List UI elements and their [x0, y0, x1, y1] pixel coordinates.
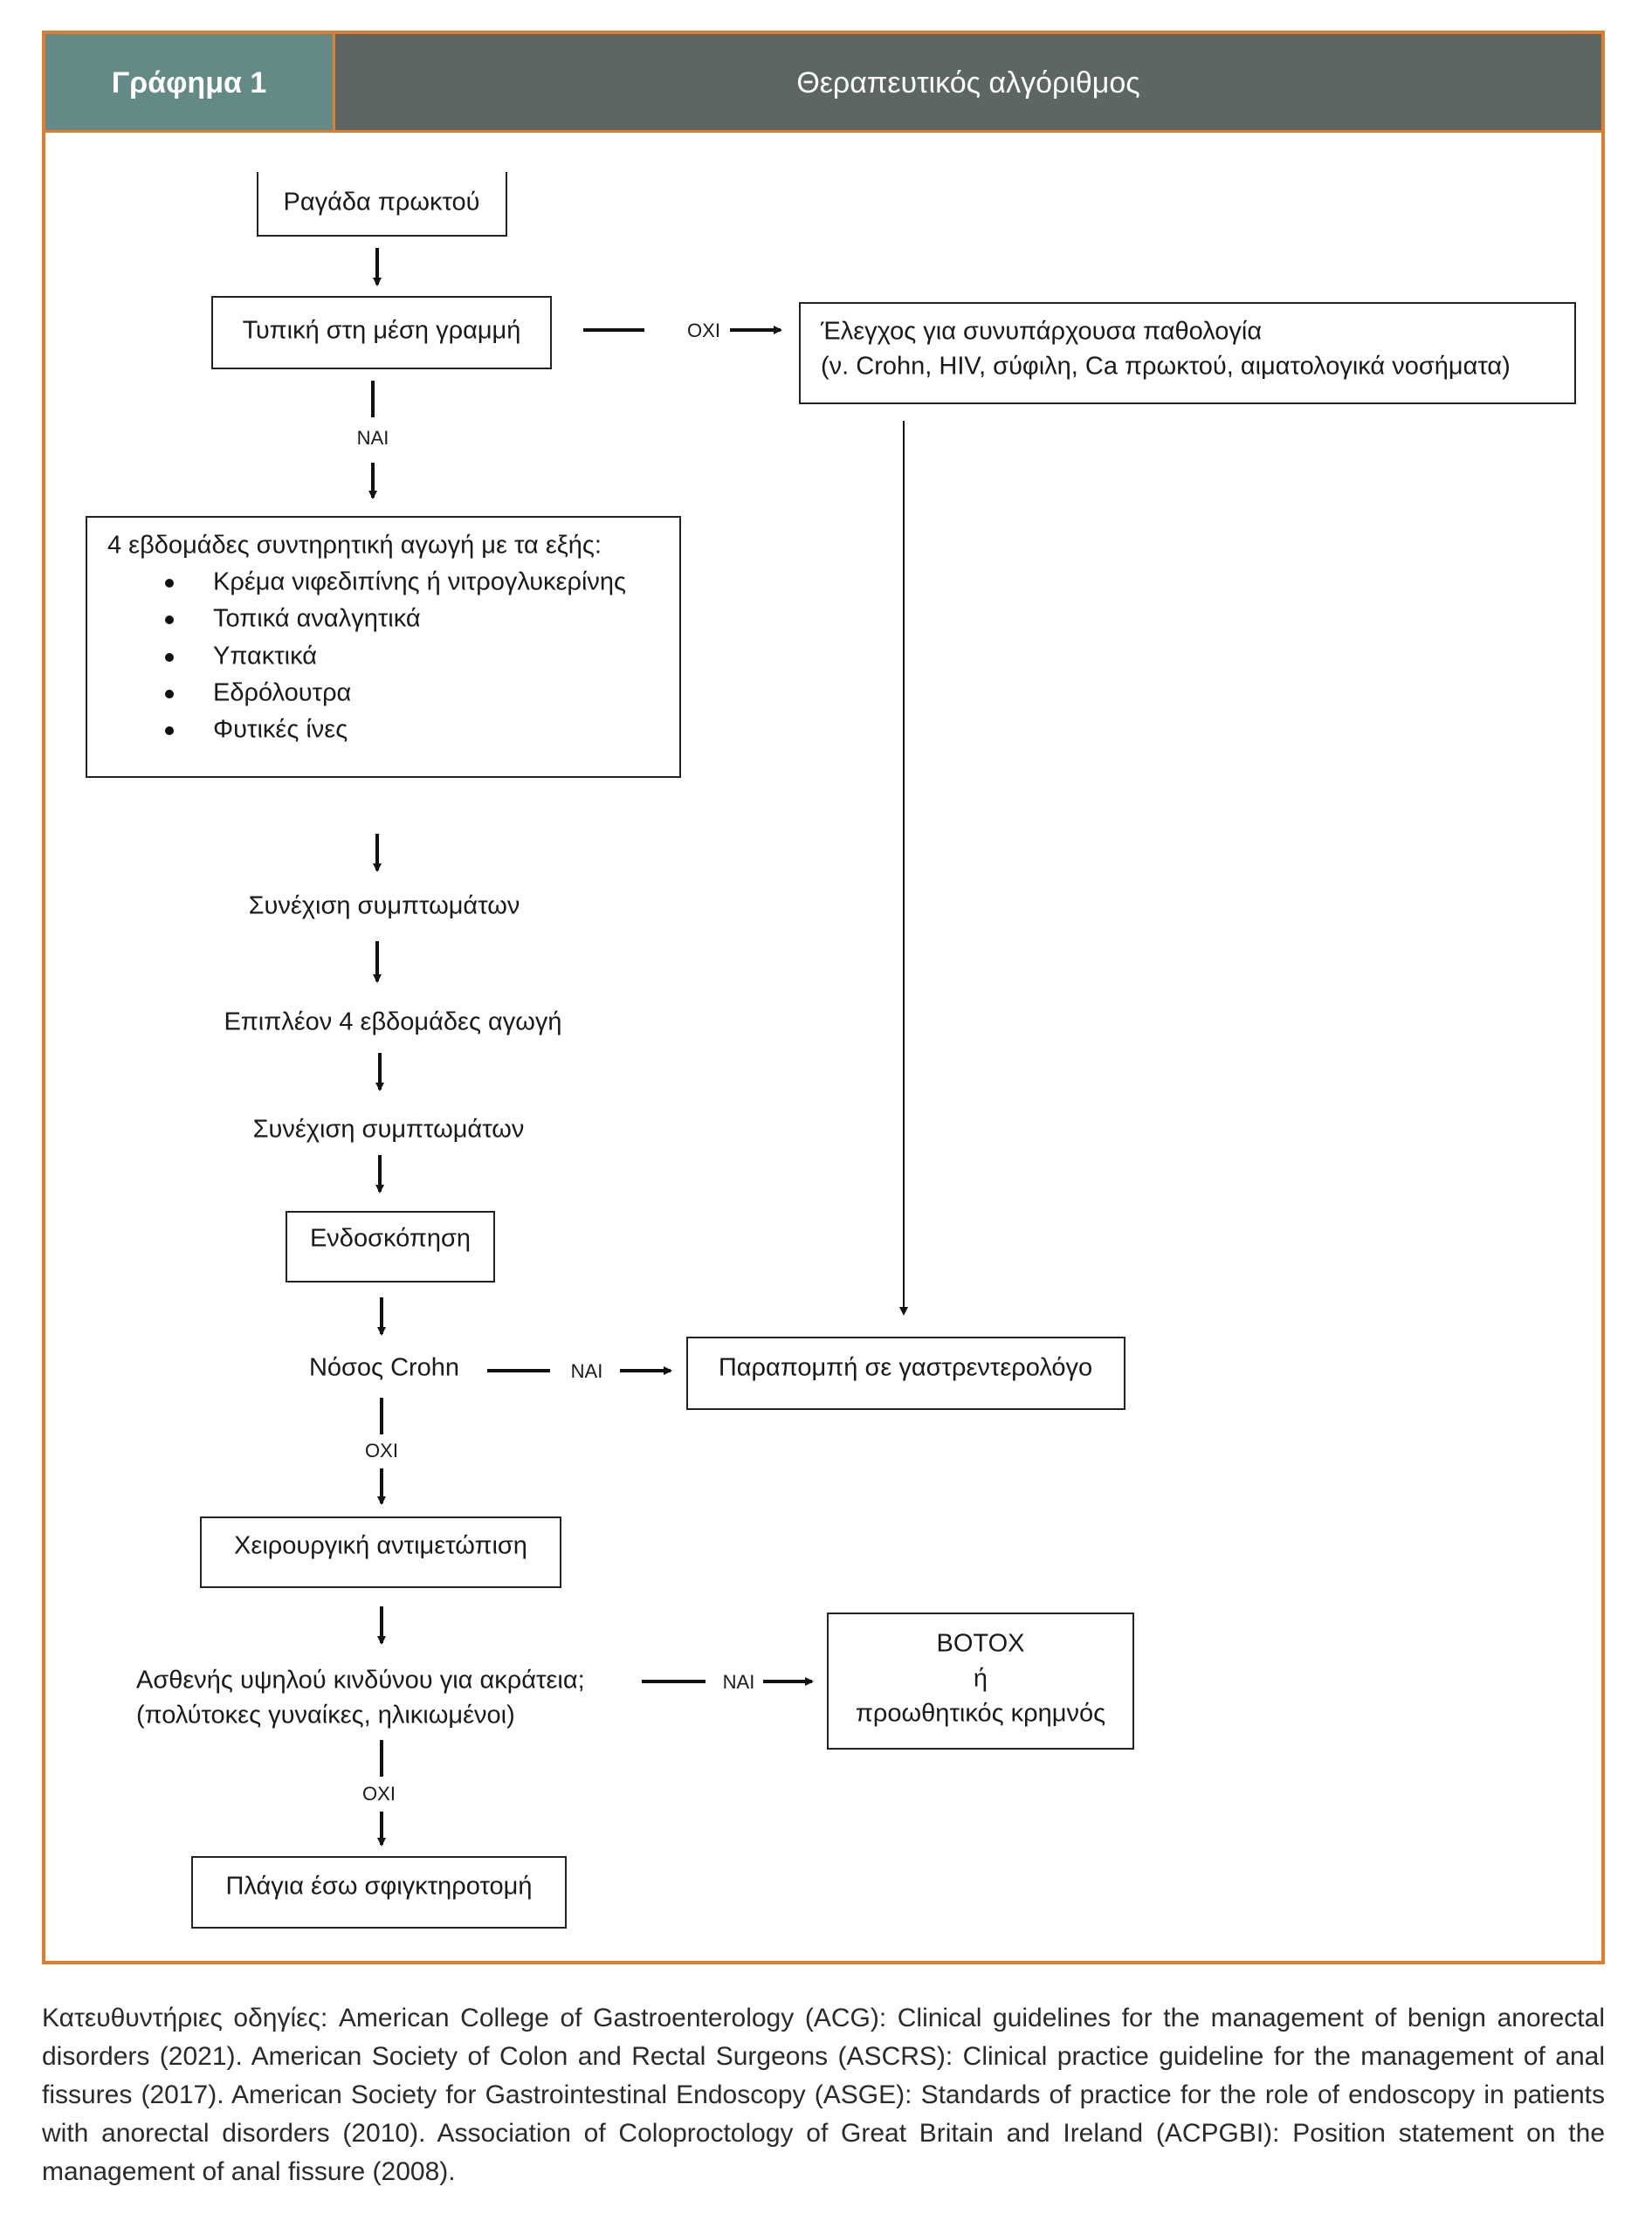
diagram-frame	[42, 31, 1605, 1964]
comorbidity-text-line1: Έλεγχος για συνυπάρχουσα παθολογία	[820, 318, 1262, 346]
crohn-disease: Νόσος Crohn	[309, 1354, 459, 1382]
surgical-treatment-box	[200, 1516, 561, 1588]
bullet	[165, 615, 174, 624]
botox-box	[827, 1613, 1134, 1750]
conservative-item: Κρέμα νιφεδιπίνης ή νιτρογλυκερίνης	[213, 568, 626, 596]
bullet	[165, 653, 174, 662]
header-divider	[45, 130, 1601, 133]
botox-text-line1: BOTOX	[937, 1630, 1025, 1658]
conservative-item: Τοπικά αναλγητικά	[213, 605, 421, 633]
additional-treatment: Επιπλέον 4 εβδομάδες αγωγή	[224, 1008, 561, 1036]
sphincterotomy-box	[191, 1856, 567, 1929]
comorbidity-text-line2: (ν. Crohn, HIV, σύφιλη, Ca πρωκτού, αιμα…	[821, 353, 1511, 381]
anal-fissure-text: Ραγάδα πρωκτού	[283, 189, 479, 217]
midline-yes-label: ΝΑΙ	[357, 427, 389, 449]
persisting-symptoms-2: Συνέχιση συμπτωμάτων	[253, 1116, 525, 1144]
anal-fissure-box	[257, 172, 507, 237]
persisting-symptoms-1: Συνέχιση συμπτωμάτων	[249, 892, 520, 920]
botox-text-line3: προωθητικός κρημνός	[856, 1700, 1105, 1728]
typical-midline-text: Τυπική στη μέση γραμμή	[243, 317, 521, 345]
gastro-referral-box	[686, 1337, 1125, 1410]
figure-label: Γράφημα 1	[45, 34, 335, 132]
conservative-treatment-title: 4 εβδομάδες συντηρητική αγωγή με τα εξής…	[107, 532, 602, 560]
comorbidity-box	[799, 302, 1576, 404]
gastro-referral-text: Παραπομπή σε γαστρεντερολόγο	[719, 1354, 1092, 1382]
endoscopy-text: Ενδοσκόπηση	[310, 1225, 471, 1253]
typical-midline-box	[211, 296, 552, 369]
bullet	[165, 579, 174, 588]
high-risk-question-line2: (πολύτοκες γυναίκες, ηλικιωμένοι)	[136, 1702, 515, 1730]
botox-text-line2: ή	[974, 1665, 988, 1693]
bullet	[165, 690, 174, 698]
crohn-yes-label: ΝΑΙ	[571, 1360, 603, 1382]
conservative-treatment-list: Κρέμα νιφεδιπίνης ή νιτρογλυκερίνης Τοπι…	[165, 568, 626, 744]
sphincterotomy-text: Πλάγια έσω σφιγκτηροτομή	[225, 1873, 532, 1901]
conservative-item: Φυτικές ίνες	[213, 716, 348, 744]
bullet	[165, 726, 174, 735]
high-risk-question-line1: Ασθενής υψηλού κινδύνου για ακράτεια;	[136, 1667, 585, 1695]
conservative-treatment-box	[86, 516, 681, 778]
conservative-item: Εδρόλουτρα	[213, 679, 351, 707]
crohn-no-label: ΟΧΙ	[365, 1440, 398, 1461]
conservative-item: Υπακτικά	[213, 643, 317, 670]
endoscopy-box	[286, 1211, 495, 1283]
diagram-title: Θεραπευτικός αλγόριθμος	[335, 34, 1601, 132]
risk-yes-label: ΝΑΙ	[723, 1671, 755, 1693]
guidelines-footnote: Κατευθυντήριες οδηγίες: American College…	[42, 2004, 1605, 2186]
midline-no-label: ΟΧΙ	[687, 320, 720, 341]
surgical-treatment-text: Χειρουργική αντιμετώπιση	[234, 1532, 527, 1560]
risk-no-label: ΟΧΙ	[362, 1783, 396, 1805]
